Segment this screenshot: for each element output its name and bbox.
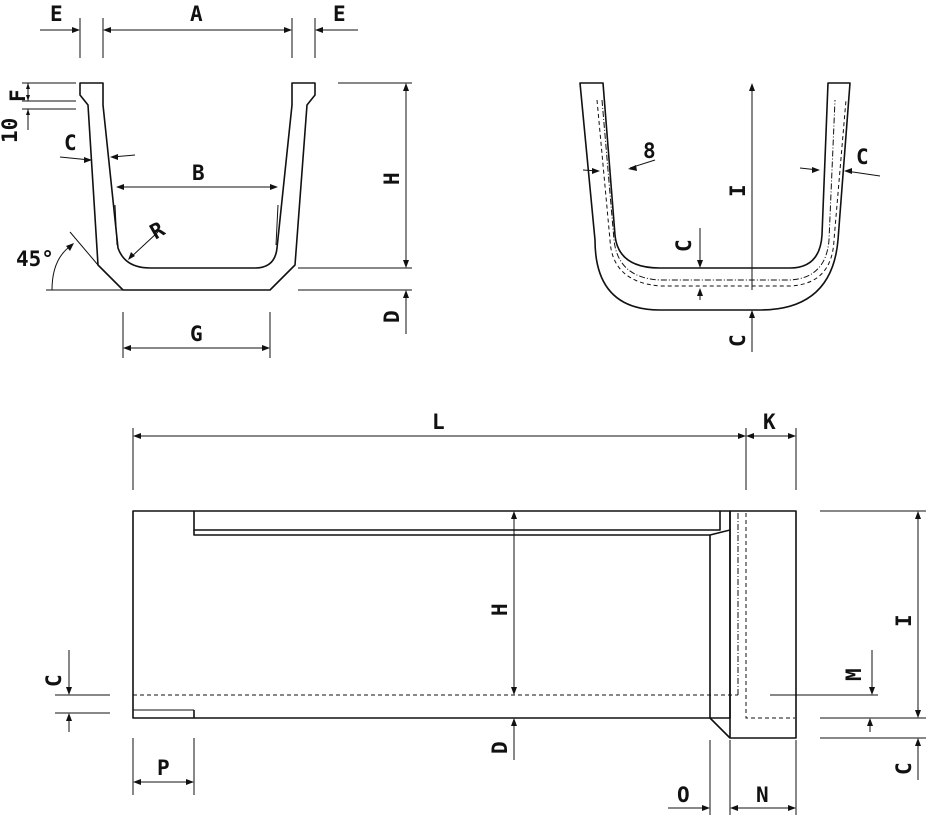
label-i-elevation: I <box>892 614 916 627</box>
label-l: L <box>432 410 445 434</box>
label-m: M <box>842 668 866 681</box>
label-c-bottom: C <box>726 334 750 347</box>
label-c-wall: C <box>64 131 77 155</box>
label-e-right: E <box>333 2 346 26</box>
rounded-section-view: 8 C I C C <box>579 82 881 352</box>
label-n: N <box>756 783 769 807</box>
label-a: A <box>190 2 203 26</box>
label-c-left: C <box>42 674 66 687</box>
label-c-right-wall: C <box>856 145 869 169</box>
label-c-right: C <box>892 762 916 775</box>
label-d-elevation: D <box>488 741 512 754</box>
label-c-inner: C <box>672 239 696 252</box>
label-f: F <box>6 89 30 102</box>
label-p: P <box>157 756 170 780</box>
label-k: K <box>763 410 776 434</box>
label-45-degree: 45° <box>16 247 54 271</box>
label-i-section: I <box>726 184 750 197</box>
label-ten: 10 <box>0 118 22 143</box>
label-g: G <box>190 322 203 346</box>
side-elevation-view: L K H D C P O N <box>42 410 926 815</box>
label-b: B <box>192 161 205 185</box>
label-h-section: H <box>380 172 404 185</box>
label-o: O <box>677 783 690 807</box>
cross-section-view: E A E F 10 C B R 45° <box>0 2 412 358</box>
label-e-left: E <box>50 2 63 26</box>
label-8: 8 <box>643 139 656 163</box>
label-d-section: D <box>380 310 404 323</box>
label-h-elevation: H <box>488 603 512 616</box>
